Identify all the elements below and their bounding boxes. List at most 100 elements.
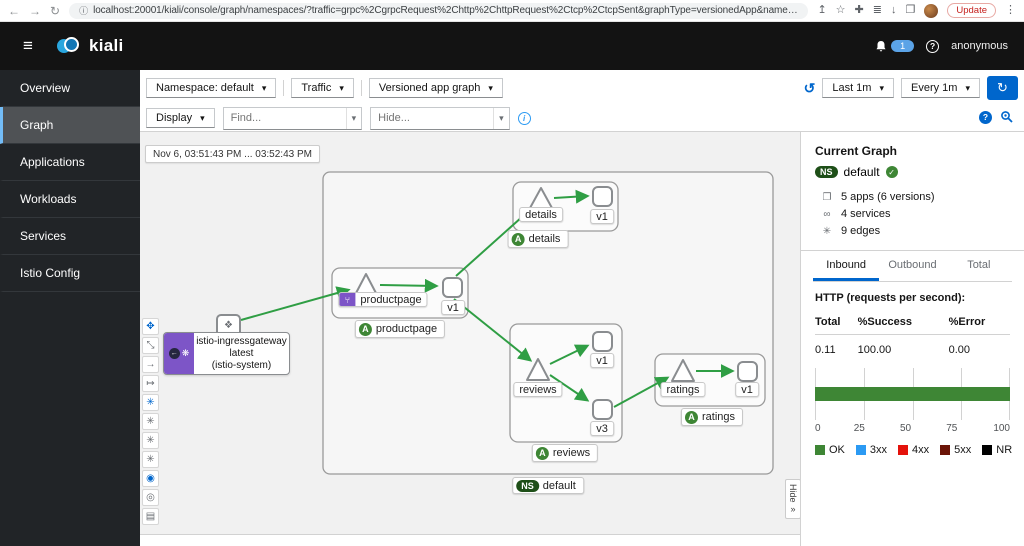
graph-type-dropdown[interactable]: Versioned app graph ▾ (368, 78, 503, 98)
extensions-icon[interactable]: ✚ (854, 4, 864, 16)
bookmark-star-icon[interactable]: ☆ (835, 4, 846, 16)
find-hide-help-icon[interactable]: i (517, 111, 531, 125)
sidebar-item-overview[interactable]: Overview (0, 70, 140, 107)
sidebar-item-istio-config[interactable]: Istio Config (0, 255, 140, 292)
ratings-app-badge[interactable]: A ratings (680, 408, 744, 426)
health-check-icon: ✓ (885, 166, 898, 178)
graph-canvas[interactable]: Nov 6, 03:51:43 PM ... 03:52:43 PM ✥ ⤡ →… (140, 131, 800, 535)
stat-edges: ✳ 9 edges (821, 223, 1010, 240)
reviews-v3-label[interactable]: v3 (590, 421, 614, 436)
ratings-triangle-node[interactable] (671, 359, 695, 382)
shortcuts-help-icon[interactable]: ? (979, 110, 992, 124)
notification-count-badge[interactable]: 1 (891, 40, 915, 52)
ingressgateway-workload-node[interactable]: ❖ (216, 314, 241, 337)
reload-icon[interactable]: ↻ (50, 3, 61, 18)
edges-icon: ✳ (822, 226, 832, 237)
kiali-logo-icon (56, 35, 82, 57)
reviews-v3-node[interactable] (592, 399, 613, 420)
forward-icon[interactable]: → (29, 3, 41, 18)
traffic-dropdown[interactable]: Traffic ▾ (291, 78, 354, 98)
hide-panel-tab[interactable]: Hide » (785, 479, 800, 519)
chevron-down-icon: ▾ (879, 82, 884, 93)
layout-style-3-icon[interactable]: ✳ (142, 451, 159, 468)
app-badge-icon: A (511, 232, 525, 246)
profile-avatar[interactable] (924, 3, 939, 18)
productpage-app-badge[interactable]: A productpage (354, 320, 446, 338)
show-legend-icon[interactable]: ▤ (142, 508, 159, 525)
duration-dropdown[interactable]: Last 1m ▾ (822, 78, 894, 98)
find-input[interactable] (223, 112, 346, 124)
page-info-icon[interactable]: ⓘ (79, 6, 89, 16)
app-badge-icon: A (535, 446, 549, 460)
tab-outbound[interactable]: Outbound (888, 259, 937, 271)
layout-style-1-icon[interactable]: ✳ (142, 413, 159, 430)
share-icon[interactable]: ↥ (817, 4, 827, 16)
details-v1-label[interactable]: v1 (590, 209, 614, 224)
graph-side-toolbar: ✥ ⤡ → ↦ ✳ ✳ ✳ ✳ ◉ ◎ ▤ (142, 318, 159, 525)
hide-input[interactable] (371, 112, 494, 124)
notifications[interactable]: 1 (875, 40, 915, 53)
back-icon[interactable]: ← (8, 3, 20, 18)
sidebar-item-workloads[interactable]: Workloads (0, 181, 140, 218)
namespace-dropdown[interactable]: Namespace: default ▾ (146, 78, 277, 98)
ratings-v1-node[interactable] (737, 361, 758, 382)
reading-list-icon[interactable]: ≣ (872, 4, 882, 16)
details-v1-node[interactable] (592, 186, 613, 207)
graph-settings-icon[interactable] (1000, 110, 1014, 124)
panel-title: Current Graph (815, 144, 898, 158)
hide-options-chevron-icon[interactable]: ▾ (493, 107, 509, 129)
refresh-button[interactable]: ↻ (987, 76, 1018, 100)
masthead: ≡ kiali 1 ? anonymous (0, 22, 1024, 70)
time-range-history-icon[interactable]: ↺ (803, 79, 816, 96)
namespace-box-label[interactable]: NS default (512, 477, 584, 494)
layout-style-2-icon[interactable]: ✳ (142, 432, 159, 449)
reviews-v1-node[interactable] (592, 331, 613, 352)
gateway-namespace: (istio-system) (211, 359, 272, 371)
sidebar-item-graph[interactable]: Graph (0, 107, 140, 144)
nav-toggle-hamburger-icon[interactable]: ≡ (23, 36, 33, 55)
sidebar-item-applications[interactable]: Applications (0, 144, 140, 181)
ns-badge: NS (815, 166, 838, 178)
hide-healthy-edges-icon[interactable]: → (142, 356, 159, 373)
productpage-v1-label[interactable]: v1 (441, 300, 465, 315)
refresh-icon: ↻ (997, 80, 1008, 95)
toggle-drag-icon[interactable]: ✥ (142, 318, 159, 335)
downloads-icon[interactable]: ↓ (890, 4, 897, 16)
reviews-v1-label[interactable]: v1 (590, 353, 614, 368)
zoom-to-fit-icon[interactable]: ⤡ (142, 337, 159, 354)
gateway-name: istio-ingressgateway (196, 335, 287, 347)
browser-menu-kebab-icon[interactable]: ⋮ (1005, 4, 1016, 16)
ratings-node-label[interactable]: ratings (660, 382, 706, 397)
virtual-service-icon: ⑂ (339, 293, 356, 306)
side-panel-icon[interactable]: ❐ (905, 4, 916, 16)
hide-all-edges-icon[interactable]: ↦ (142, 375, 159, 392)
display-dropdown[interactable]: Display ▾ (146, 108, 215, 128)
ratings-v1-label[interactable]: v1 (735, 382, 759, 397)
namespace-layout-1-icon[interactable]: ◉ (142, 470, 159, 487)
productpage-v1-node[interactable] (442, 277, 463, 298)
reviews-node-label[interactable]: reviews (513, 382, 563, 397)
brand-name: kiali (89, 36, 124, 55)
panel-namespace[interactable]: default (843, 165, 880, 179)
tab-total[interactable]: Total (967, 259, 991, 271)
productpage-node-label[interactable]: ⑂ productpage (338, 292, 428, 307)
sidebar-item-services[interactable]: Services (0, 218, 140, 255)
browser-update-button[interactable]: Update (947, 3, 996, 18)
user-menu[interactable]: anonymous (951, 40, 1008, 52)
namespace-layout-2-icon[interactable]: ◎ (142, 489, 159, 506)
legend-swatch (855, 445, 866, 455)
layout-default-icon[interactable]: ✳ (142, 394, 159, 411)
bell-icon (876, 40, 886, 51)
tab-inbound[interactable]: Inbound (813, 251, 880, 281)
details-node-label[interactable]: details (519, 207, 563, 222)
ingressgateway-label-node[interactable]: ← ❋ istio-ingressgateway latest (istio-s… (163, 332, 290, 375)
refresh-interval-dropdown[interactable]: Every 1m ▾ (901, 78, 980, 98)
help-icon[interactable]: ? (926, 39, 940, 53)
details-app-badge[interactable]: A details (507, 230, 569, 248)
gateway-arrow-icon: ← (168, 348, 180, 359)
find-options-chevron-icon[interactable]: ▾ (345, 107, 362, 129)
reviews-triangle-node[interactable] (526, 358, 550, 381)
reviews-app-badge[interactable]: A reviews (531, 444, 599, 462)
address-bar[interactable]: ⓘ localhost:20001/kiali/console/graph/na… (69, 2, 809, 19)
chevron-down-icon: ▾ (965, 82, 970, 93)
